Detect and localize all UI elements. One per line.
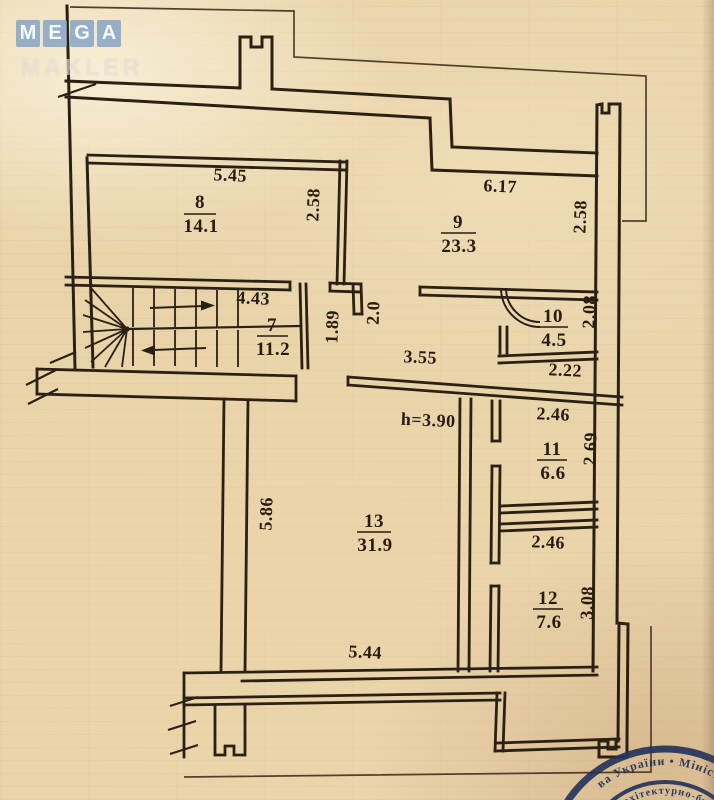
dim-room8-right: 2.58	[302, 188, 323, 222]
watermark-tile-a: A	[97, 20, 121, 47]
stamp-outer-ring	[564, 745, 714, 800]
dim-room13-left: 5.86	[255, 497, 276, 531]
room-12-number: 12	[538, 588, 558, 609]
dim-room10-bottom: 2.22	[548, 359, 582, 380]
room-12-label: 12 7.6	[533, 588, 563, 633]
stamp-inner-ring	[609, 780, 714, 800]
room-10-label: 10 4.5	[539, 306, 568, 351]
room-labels: 8 14.1 9 23.3 7 11.2 10 4.5 11	[183, 192, 568, 633]
southwest-foot	[213, 703, 247, 757]
dim-opening-189: 1.89	[321, 310, 342, 344]
dim-room10-right: 2.08	[578, 295, 599, 329]
room-13-area: 31.9	[357, 535, 392, 556]
dim-room9-right: 2.58	[569, 200, 590, 234]
stair-fan-hub	[124, 326, 130, 332]
room-12-area: 7.6	[536, 612, 561, 633]
dim-room13-bottom: 5.44	[348, 641, 382, 662]
room-9-area: 23.3	[441, 236, 476, 257]
exterior-walls	[64, 4, 630, 759]
stair-arrow-down-shaft	[152, 346, 207, 352]
room-11-area: 6.6	[540, 463, 565, 484]
watermark-tile-e: E	[43, 20, 67, 47]
room-9-label: 9 23.3	[441, 212, 476, 257]
watermark-subtitle: MAKLER	[21, 54, 144, 80]
room-11-number: 11	[543, 439, 562, 460]
room-10-area: 4.5	[541, 330, 566, 351]
room-7-area: 11.2	[256, 339, 290, 360]
dim-room12-right: 3.08	[576, 586, 597, 620]
interior-walls	[35, 153, 624, 759]
dim-room8-top: 5.45	[213, 164, 247, 185]
right-wall-notch	[595, 102, 622, 115]
room-7-label: 7 11.2	[256, 315, 290, 360]
dim-opening-20: 2.0	[363, 300, 384, 325]
room-9-number: 9	[453, 212, 463, 233]
room-13-number: 13	[364, 511, 384, 532]
note-ceiling-height: h=3.90	[400, 409, 456, 431]
room-10-number: 10	[543, 306, 563, 327]
dim-room12-top: 2.46	[531, 531, 565, 552]
watermark-tile-g: G	[70, 20, 94, 47]
stair-arrow-up-shaft	[149, 304, 204, 310]
watermark-tile-m: M	[16, 20, 40, 47]
outer-boundary-lines	[69, 6, 652, 778]
chimney-block	[238, 35, 274, 91]
dim-hall-width: 3.55	[403, 346, 437, 367]
dim-room7-top: 4.43	[236, 287, 270, 308]
room-8-label: 8 14.1	[183, 192, 218, 237]
stair-mid-line	[125, 324, 302, 331]
dim-room9-top: 6.17	[483, 175, 517, 196]
room-7-number: 7	[267, 315, 277, 336]
room-11-label: 11 6.6	[537, 439, 567, 484]
megamakler-watermark: M E G A MAKLER	[16, 20, 143, 81]
stair-arrow-down-head	[141, 345, 155, 356]
stair-winder-fan	[82, 287, 128, 368]
staircase	[82, 287, 302, 368]
dimension-labels: 5.45 6.17 2.58 2.58 4.43 1.89 2.0 3.55 2…	[213, 164, 600, 662]
wall-hatch-ticks	[25, 82, 199, 756]
official-stamp: ва України • Міністер архітектурно-буд	[564, 745, 714, 800]
watermark-tiles: M E G A	[16, 20, 143, 47]
room-8-area: 14.1	[183, 216, 218, 237]
door-arc	[500, 287, 541, 328]
stair-arrow-up-head	[201, 300, 215, 311]
dim-room11-top: 2.46	[536, 403, 570, 424]
room-8-number: 8	[195, 192, 205, 213]
dim-room11-right: 2.69	[579, 432, 600, 466]
room-13-label: 13 31.9	[357, 511, 392, 556]
